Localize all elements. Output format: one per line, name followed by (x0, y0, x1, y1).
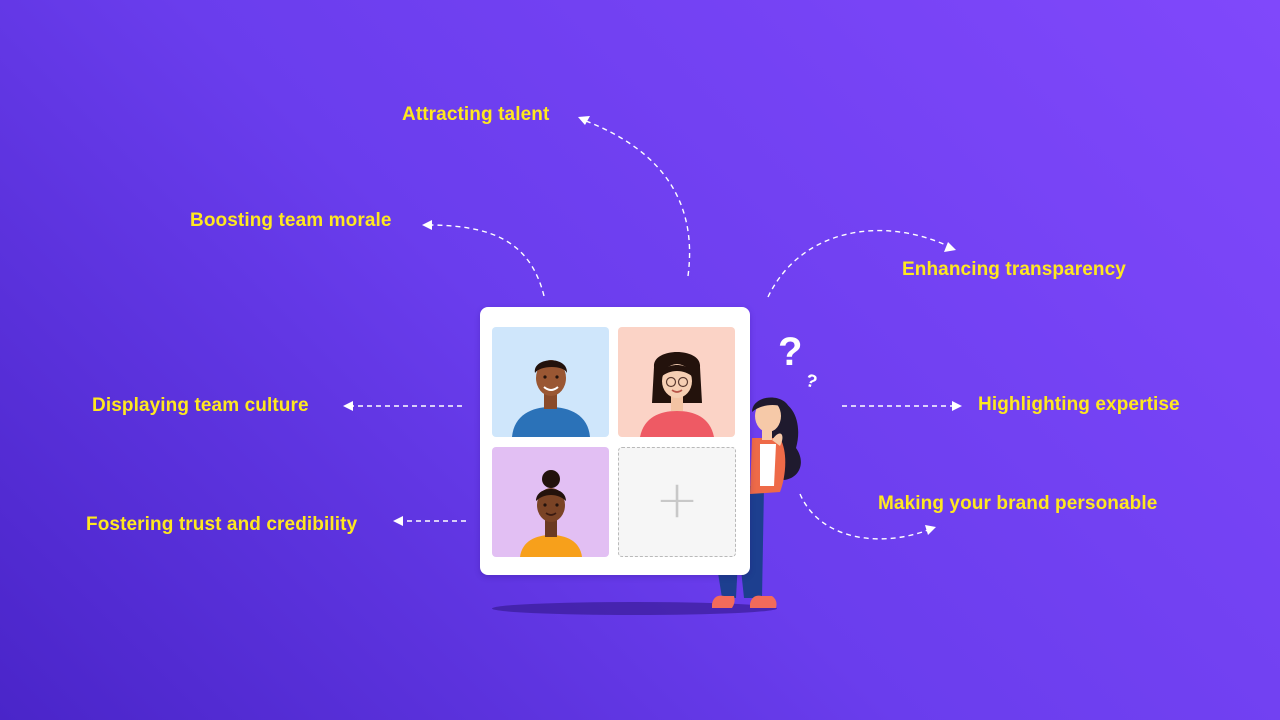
arrow-head-attracting-talent (578, 116, 590, 125)
arrow-enhancing-transparency (767, 229, 949, 298)
arrow-boosting-team-morale (431, 224, 545, 297)
label-making-brand-personable: Making your brand personable (878, 493, 1158, 514)
plus-icon: + (655, 469, 699, 530)
avatar-woman-glasses-icon (640, 352, 714, 437)
add-participant-button[interactable]: + (618, 447, 736, 557)
arrow-head-boosting-team-morale (422, 220, 432, 230)
arrow-making-brand-personable (799, 493, 929, 540)
question-mark-large-icon: ? (778, 330, 803, 374)
video-call-board: + (480, 307, 750, 575)
avatar-woman-bun-icon (520, 470, 582, 557)
arrow-head-highlighting-expertise (952, 401, 962, 411)
label-fostering-trust: Fostering trust and credibility (86, 514, 358, 535)
label-enhancing-transparency: Enhancing transparency (902, 259, 1126, 280)
arrow-head-fostering-trust (393, 516, 403, 526)
participant-tile-3 (492, 447, 609, 557)
label-highlighting-expertise: Highlighting expertise (978, 394, 1180, 415)
participant-tile-2 (618, 327, 735, 437)
avatar-man-icon (512, 360, 590, 437)
arrow-head-making-brand-personable (925, 525, 936, 535)
label-boosting-team-morale: Boosting team morale (190, 210, 392, 231)
ground-shadow (492, 602, 777, 615)
label-displaying-team-culture: Displaying team culture (92, 395, 309, 416)
arrow-attracting-talent (585, 120, 691, 277)
arrow-head-displaying-team-culture (343, 401, 353, 411)
participant-tile-1 (492, 327, 609, 437)
arrow-head-enhancing-transparency (944, 242, 956, 252)
label-attracting-talent: Attracting talent (402, 104, 550, 125)
